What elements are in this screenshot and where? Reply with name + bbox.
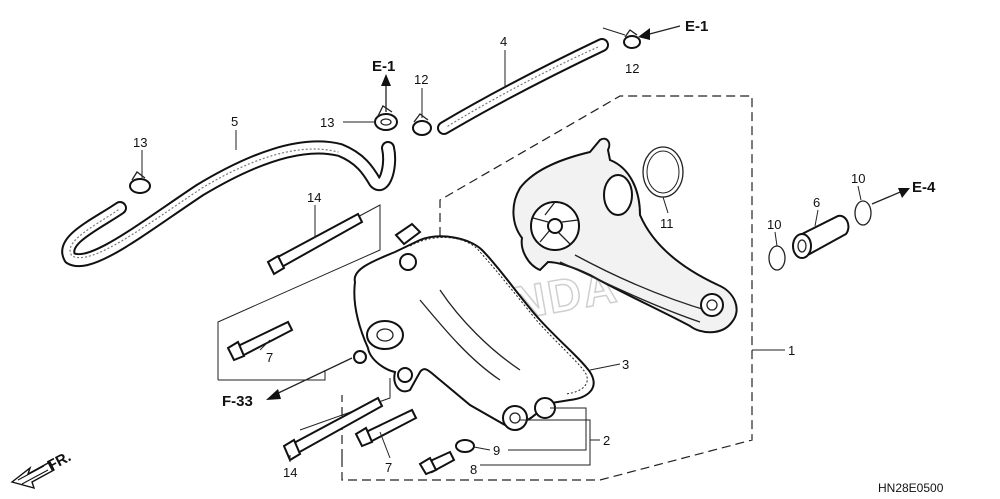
o-ring-10-right xyxy=(854,200,872,226)
ref-f33: F-33 xyxy=(222,393,253,410)
washer-9 xyxy=(455,439,475,453)
callout-12-mid: 12 xyxy=(414,72,428,87)
o-ring-11 xyxy=(642,146,684,198)
o-ring-10-left xyxy=(768,245,786,271)
front-arrow xyxy=(10,461,55,490)
callout-7-upper: 7 xyxy=(266,350,273,365)
leader-lines xyxy=(141,27,862,466)
cover-inlet xyxy=(353,350,367,364)
bolt-group-bottom xyxy=(218,370,326,381)
cover-gasket xyxy=(409,236,588,395)
cover-nipple xyxy=(394,222,422,246)
clamp-12-top xyxy=(623,29,641,49)
ref-e1-top: E-1 xyxy=(685,18,708,35)
impeller xyxy=(530,201,580,251)
arrow-f33 xyxy=(266,357,353,400)
clamp-13-left xyxy=(129,171,151,194)
cover-outlet-bore xyxy=(376,328,394,342)
ref-e1-mid: E-1 xyxy=(372,58,395,75)
body-edge xyxy=(559,261,701,323)
arrow-e4 xyxy=(871,188,910,205)
body-boss-hole xyxy=(706,299,718,311)
callout-14-upper: 14 xyxy=(307,190,321,205)
cover-boss-left xyxy=(397,367,413,383)
body-boss xyxy=(700,293,724,317)
joint-pipe-6 xyxy=(792,214,850,259)
callout-10-right: 10 xyxy=(851,171,865,186)
callout-8: 8 xyxy=(470,462,477,477)
callout-11: 11 xyxy=(660,216,674,231)
callout-5: 5 xyxy=(231,114,238,129)
callout-9: 9 xyxy=(493,443,500,458)
ref-e4: E-4 xyxy=(912,179,936,196)
callout-4: 4 xyxy=(500,34,507,49)
cover-outlet xyxy=(366,320,404,350)
cover-boss-lower xyxy=(502,405,528,431)
callout-14-lower: 14 xyxy=(283,465,297,480)
body-edge-2 xyxy=(574,254,713,313)
lower-bolt-group xyxy=(299,378,391,431)
body-port xyxy=(603,174,633,216)
callout-3: 3 xyxy=(622,357,629,372)
o-ring-11-inner xyxy=(646,150,680,194)
callout-13-left: 13 xyxy=(133,135,147,150)
cover-boss-hole xyxy=(509,412,521,424)
callout-13-mid: 13 xyxy=(320,115,334,130)
bolt-7-lower xyxy=(354,408,418,448)
diagram-code: HN28E0500 xyxy=(878,481,944,495)
arrow-e1-top xyxy=(638,25,681,40)
clamp-13-mid xyxy=(374,105,398,131)
callout-12-top: 12 xyxy=(625,61,639,76)
cover-boss-top xyxy=(399,253,417,271)
bolt-14-upper xyxy=(266,212,364,276)
arrow-e1-mid xyxy=(381,74,391,112)
pump-body xyxy=(512,137,738,334)
hose-5 xyxy=(61,140,397,268)
bolt-8 xyxy=(418,450,456,476)
hose-4 xyxy=(437,38,609,135)
cover-rib-2 xyxy=(439,289,521,371)
bolt-7-upper xyxy=(226,320,294,362)
callout-6: 6 xyxy=(813,195,820,210)
callout-10-left: 10 xyxy=(767,217,781,232)
assembly-box-outline xyxy=(341,95,753,481)
clamp-12-mid xyxy=(412,113,432,136)
callout-1: 1 xyxy=(788,343,795,358)
bolt-14-lower xyxy=(282,396,384,462)
callout-2: 2 xyxy=(603,433,610,448)
callout-7-lower: 7 xyxy=(385,460,392,475)
cover-rib xyxy=(419,299,501,381)
